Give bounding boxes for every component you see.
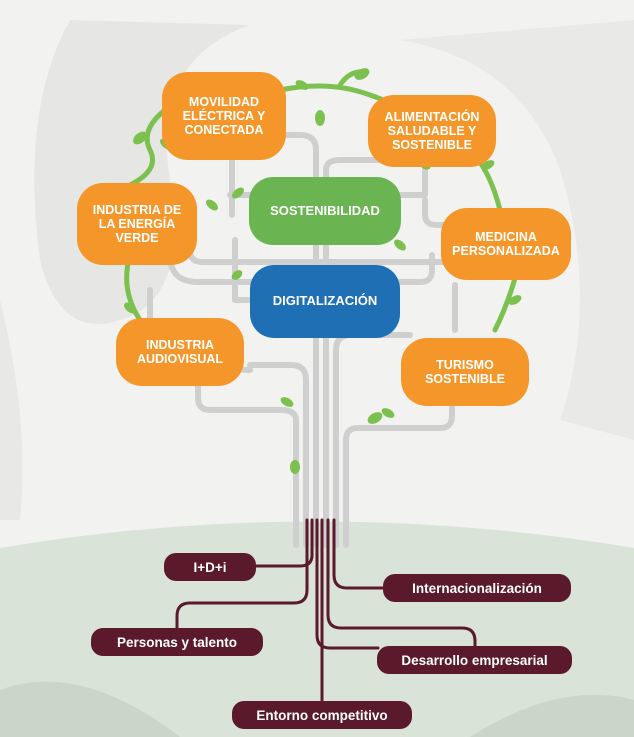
sector-medicina: MEDICINA PERSONALIZADA — [441, 208, 571, 280]
sector-alimentacion: ALIMENTACIÓN SALUDABLE Y SOSTENIBLE — [368, 95, 496, 167]
leaf-icon — [367, 412, 383, 424]
root-label-internacionalizacion: Internacionalización — [383, 574, 571, 602]
leaf-icon — [206, 199, 218, 211]
root-label-entorno: Entorno competitivo — [232, 701, 412, 729]
leaf-icon — [133, 131, 147, 145]
leaf-icon — [354, 68, 370, 80]
leaf-icon — [315, 110, 325, 126]
leaf-icon — [124, 302, 136, 314]
sector-audiovisual: INDUSTRIA AUDIOVISUAL — [116, 318, 244, 386]
leaf-icon — [290, 460, 300, 474]
ground-shadow — [0, 681, 180, 737]
background-shape — [0, 300, 23, 520]
background-shape — [400, 20, 634, 440]
pillar-digitalizacion: DIGITALIZACIÓN — [250, 265, 400, 338]
leaf-icon — [295, 80, 309, 90]
background-shape — [34, 20, 251, 324]
pillar-sostenibilidad: SOSTENIBILIDAD — [249, 177, 401, 245]
leaf-icon — [508, 295, 522, 305]
leaf-icon — [394, 239, 406, 251]
leaf-icon — [232, 187, 244, 199]
leaf-icon — [381, 408, 395, 418]
root-label-desarrollo: Desarrollo empresarial — [377, 646, 572, 674]
roots — [175, 518, 477, 702]
sector-movilidad: MOVILIDAD ELÉCTRICA Y CONECTADA — [162, 72, 286, 160]
leaf-icon — [231, 270, 243, 280]
ground-shadow — [470, 694, 634, 737]
sector-energia: INDUSTRIA DE LA ENERGÍA VERDE — [77, 183, 197, 265]
leaf-icon — [280, 397, 294, 407]
leaf-icon — [481, 160, 495, 170]
root-label-idi: I+D+i — [164, 553, 256, 581]
sector-turismo: TURISMO SOSTENIBLE — [401, 338, 529, 406]
root-label-personas: Personas y talento — [91, 628, 263, 656]
